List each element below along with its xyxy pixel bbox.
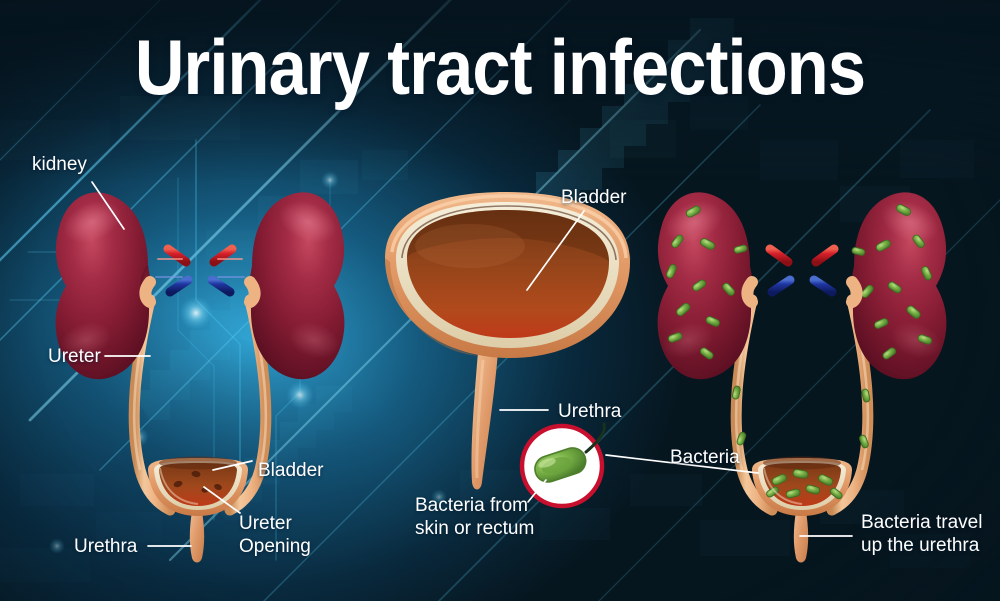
bacteria-in-ureters [732, 386, 871, 449]
leader-bacteria-source [528, 480, 546, 502]
bacterium-icon [532, 445, 589, 486]
kidney-right [249, 192, 345, 380]
label-ureter-opening: Ureter Opening [239, 513, 311, 558]
label-bladder-left: Bladder [258, 460, 324, 481]
label-bacteria-travel: Bacteria travel up the urethra [861, 512, 983, 557]
bacteria-on-kidney [851, 203, 932, 360]
label-bladder-center: Bladder [561, 187, 627, 208]
label-ureter: Ureter [48, 346, 101, 367]
label-bacteria: Bacteria [670, 447, 740, 468]
left-urinary-tract [55, 192, 345, 563]
label-kidney: kidney [32, 154, 87, 175]
kidney-left-infected [657, 192, 753, 380]
leader-bladder-center [527, 211, 584, 290]
label-urethra-left: Urethra [74, 536, 138, 557]
label-bacteria-source: Bacteria from skin or rectum [415, 495, 535, 540]
vessels-left [145, 249, 188, 302]
bladder-cross-section [385, 192, 630, 490]
leader-bacteria-right [606, 455, 758, 473]
kidney-right-infected [851, 192, 947, 380]
bacteria-on-kidney [665, 205, 747, 361]
leader-ureter-opening [204, 487, 240, 513]
vessels-right-infected [814, 249, 857, 302]
kidney-left [55, 192, 151, 380]
leader-kidney [92, 182, 124, 229]
label-urethra-center: Urethra [558, 401, 622, 422]
bacteria-in-bladder [765, 469, 843, 500]
page-title: Urinary tract infections [134, 23, 866, 111]
bladder-small-right [752, 456, 852, 563]
right-urinary-tract [657, 192, 947, 563]
vessels-left-infected [747, 249, 790, 302]
vessels-right [212, 249, 255, 302]
leader-bladder-left [213, 461, 252, 470]
